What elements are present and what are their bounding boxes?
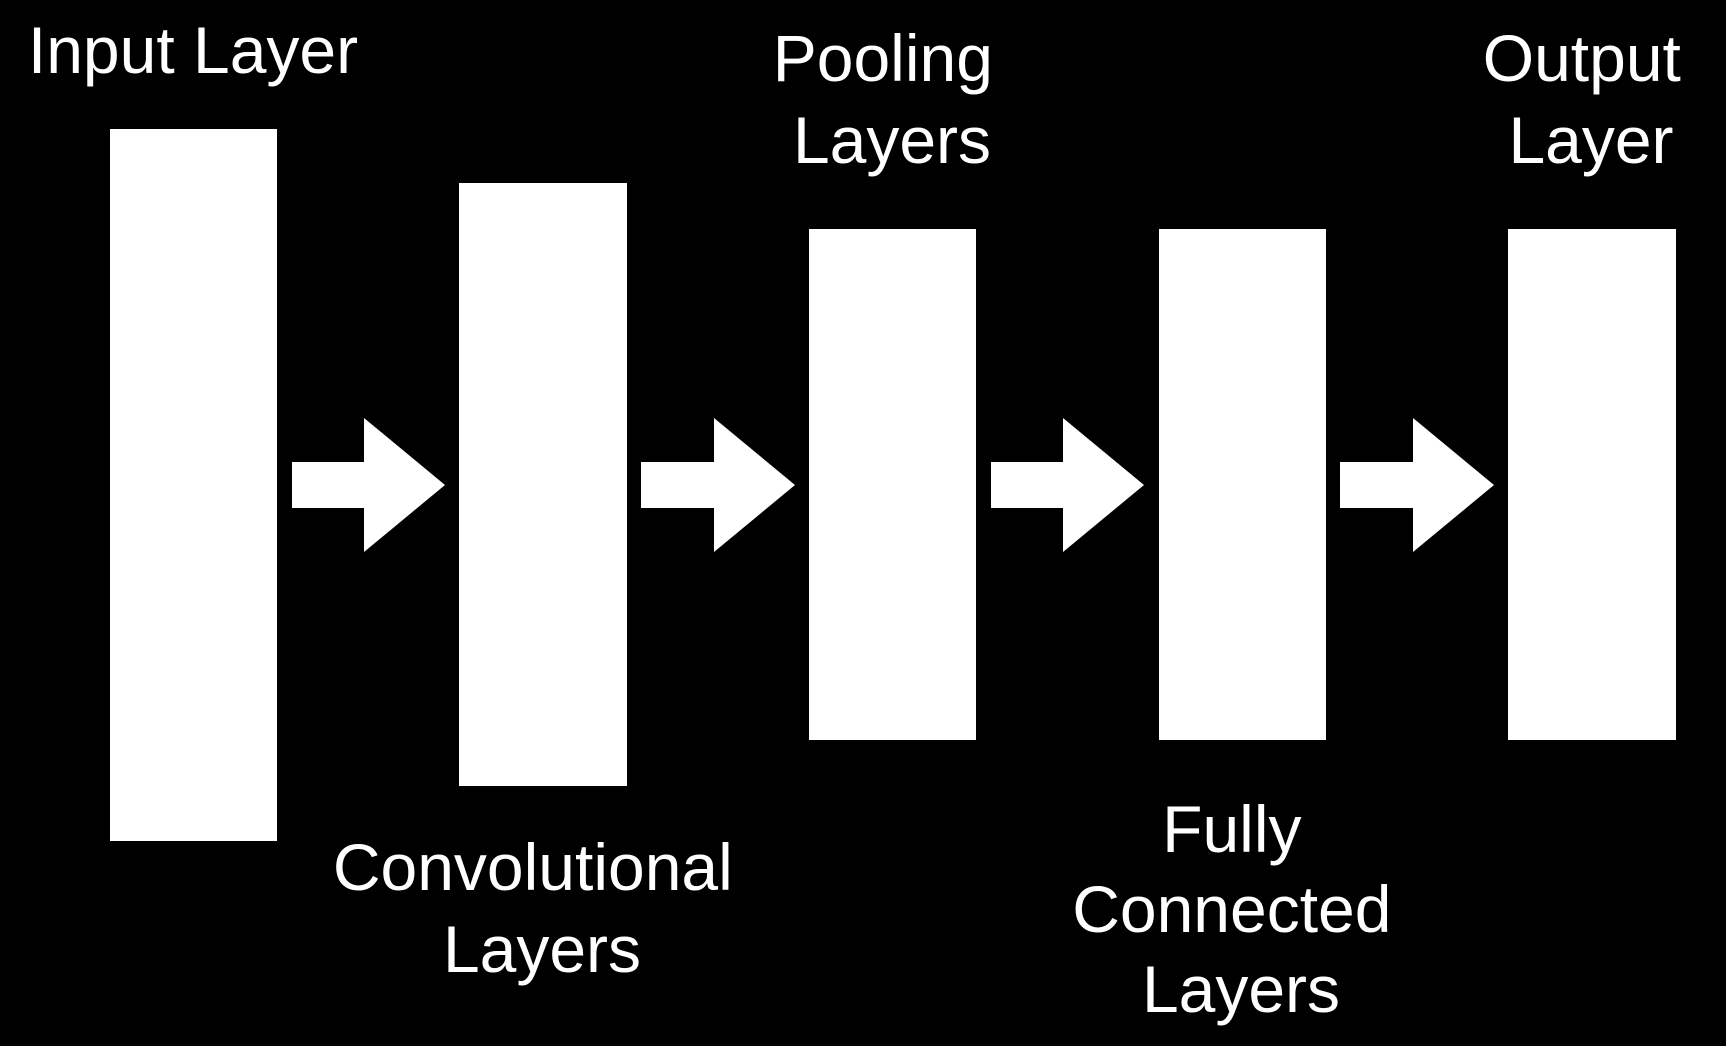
pooling-layers-label: Pooling Layers [773,21,1012,177]
arrow-convolutional-to-pooling [641,418,795,552]
pooling-layers-box [809,229,976,740]
convolutional-layers-box [459,183,627,786]
arrow-fully-connected-to-output [1340,418,1494,552]
output-layer-label: Output Layer [1483,21,1699,177]
fully-connected-layers-label-line-1: Fully [1162,792,1301,866]
fully-connected-layers-label-line-2: Connected [1072,872,1391,946]
fully-connected-layers-label: Fully Connected Layers [1072,792,1410,1026]
arrow-pooling-to-fully-connected [991,418,1144,552]
arrow-input-to-convolutional [292,418,445,552]
input-layer-label: Input Layer [28,13,358,87]
pooling-layers-label-line-1: Pooling [773,21,993,95]
input-layer-label-line-1: Input Layer [28,13,358,87]
output-layer-label-line-1: Output [1483,21,1681,95]
convolutional-layers-label-line-1: Convolutional [333,830,733,904]
pooling-layers-label-line-2: Layers [793,103,991,177]
output-layer-label-line-2: Layer [1508,103,1673,177]
convolutional-layers-label: Convolutional Layers [333,830,751,986]
convolutional-layers-label-line-2: Layers [443,912,641,986]
fully-connected-layers-box [1159,229,1326,740]
output-layer-box [1508,229,1676,740]
fully-connected-layers-label-line-3: Layers [1142,952,1340,1026]
input-layer-box [110,129,277,841]
